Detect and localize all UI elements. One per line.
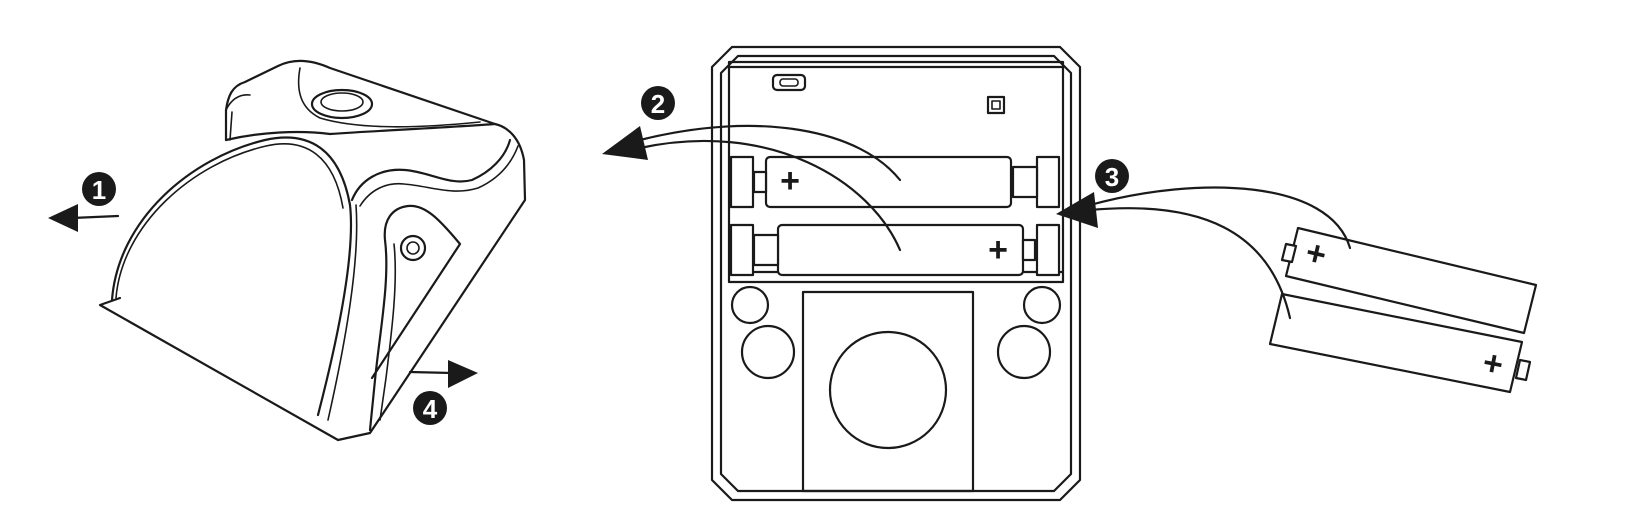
- side-panel: [368, 204, 462, 432]
- reset-button: [986, 95, 1006, 115]
- screw-hole: [399, 234, 427, 262]
- battery-bay: [727, 60, 1065, 284]
- step4-label: 4: [423, 394, 438, 424]
- contact-left-bottom: [729, 223, 755, 277]
- installed-battery-bottom: +: [752, 223, 1037, 277]
- step2-arrows: [602, 124, 902, 252]
- cover-outline: [98, 59, 527, 442]
- battery-top-plus: +: [780, 162, 800, 200]
- status-slot: [771, 73, 807, 92]
- contact-right-top: [1035, 155, 1061, 209]
- step1-label: 1: [92, 175, 106, 205]
- new-battery-bottom: +: [1268, 292, 1532, 394]
- step1-arrow: [48, 204, 120, 232]
- step2-marker: 2: [641, 86, 675, 120]
- battery-bottom-plus: +: [988, 231, 1008, 269]
- device-cover: [98, 59, 527, 442]
- step4-arrow: [408, 360, 478, 388]
- speaker-panel: [801, 290, 975, 493]
- speaker: [828, 330, 948, 450]
- step3-marker: 3: [1095, 159, 1129, 193]
- button-top-right: [1022, 285, 1062, 325]
- new-battery-top: +: [1280, 226, 1538, 335]
- top-button: [310, 88, 374, 120]
- step3-arrows: [1056, 186, 1352, 320]
- step3-label: 3: [1105, 162, 1119, 192]
- button-bottom-right: [996, 324, 1052, 380]
- cover-top-ridge: [224, 122, 497, 142]
- contact-right-bottom: [1035, 223, 1061, 277]
- step1-marker: 1: [82, 172, 116, 206]
- installed-battery-top: +: [752, 155, 1039, 209]
- cover-front-face: [110, 136, 353, 417]
- button-bottom-left: [740, 324, 796, 380]
- step4-marker: 4: [413, 391, 447, 425]
- compartment-outer: [710, 45, 1082, 502]
- contact-left-top: [729, 155, 755, 209]
- battery-compartment: + +: [710, 45, 1082, 502]
- step2-label: 2: [651, 89, 665, 119]
- button-top-left: [730, 285, 770, 325]
